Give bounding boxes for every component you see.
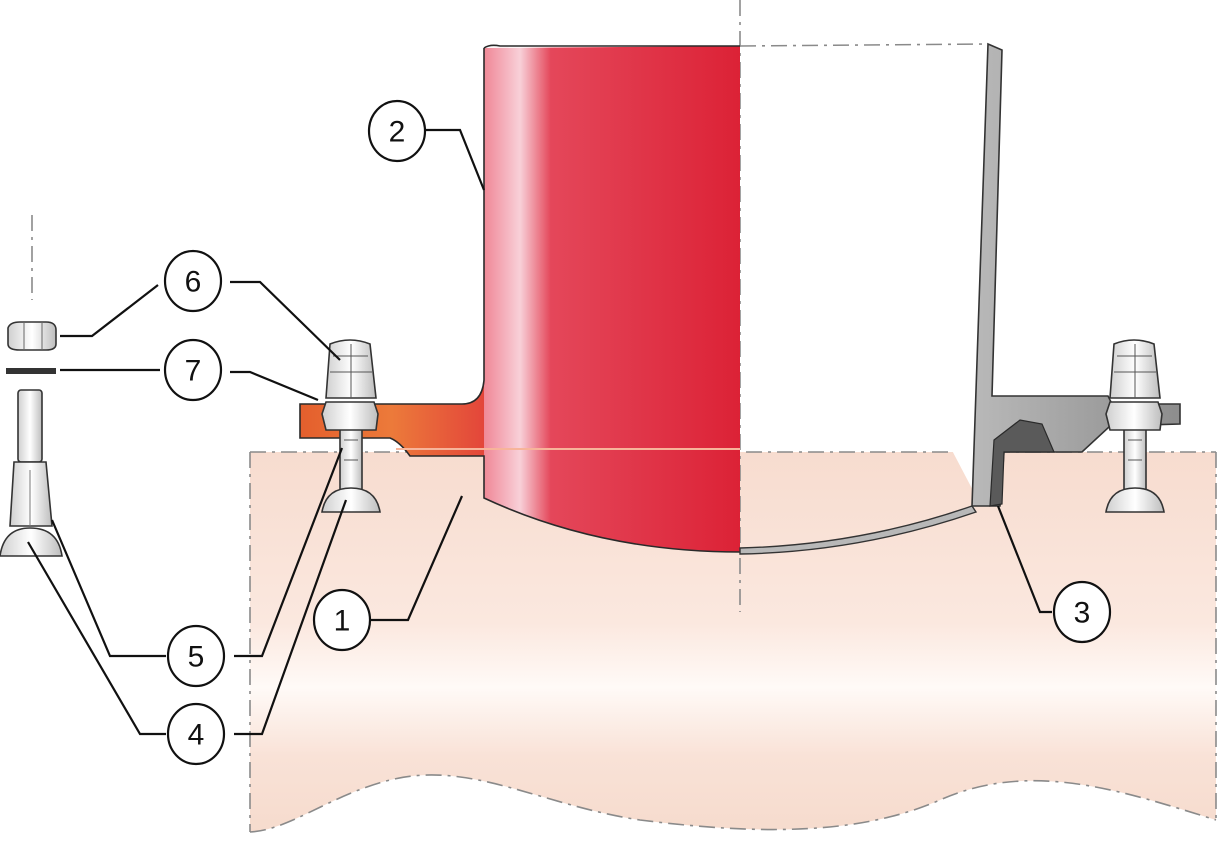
callout-3-label: 3 [1074,597,1091,630]
leader-lines [27,128,1052,736]
callout-5-label: 5 [188,641,205,674]
callout-2: 2 [367,99,427,163]
callout-1-label: 1 [334,605,351,638]
callout-1: 1 [312,588,372,652]
bolt-assembly-left [321,339,381,513]
main-pipe [249,451,1217,833]
exploded-nut [7,321,57,351]
exploded-washer [6,368,56,374]
callout-3: 3 [1052,580,1112,644]
callout-5: 5 [166,624,226,688]
exploded-bolt [0,389,63,557]
bolt-assembly-right [1105,339,1165,513]
callout-7: 7 [163,338,223,402]
callout-6-label: 6 [185,266,202,299]
callout-7-label: 7 [185,355,202,388]
callout-4: 4 [166,702,226,766]
outlet-collar-section [739,42,1181,555]
callout-2-label: 2 [389,116,406,149]
callout-4-label: 4 [188,719,205,752]
callout-6: 6 [163,249,223,313]
